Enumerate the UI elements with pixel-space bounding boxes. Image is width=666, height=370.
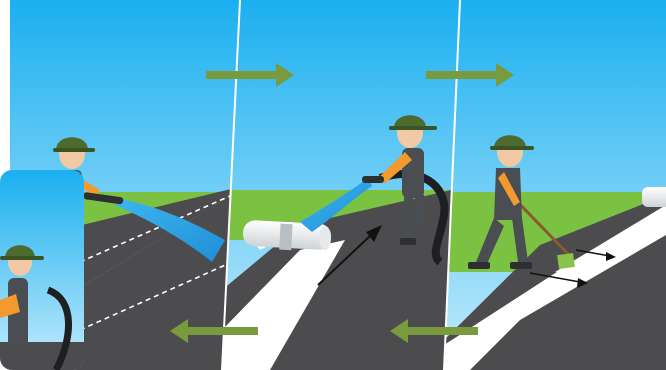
inset-panel bbox=[0, 170, 84, 370]
roll-icon bbox=[642, 187, 666, 207]
panel-3 bbox=[440, 0, 666, 370]
panel-2 bbox=[220, 0, 470, 370]
